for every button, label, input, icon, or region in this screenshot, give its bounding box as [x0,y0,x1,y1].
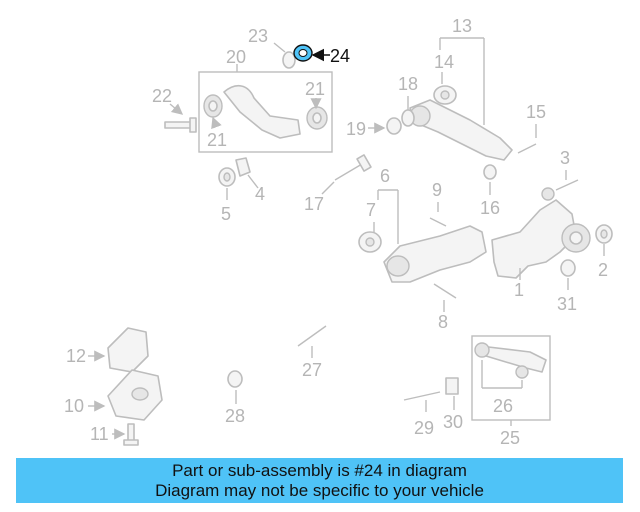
part-29-bolt: 29 [403,391,441,438]
callout-3: 3 [560,148,570,168]
part-22-bolt: 22 [152,86,197,133]
part-5-bushing: 5 [218,167,236,224]
callout-21-right: 21 [305,79,325,99]
callout-28: 28 [225,406,245,426]
part-24-bushing-highlighted: 24 [293,44,350,66]
part-10-bracket: 10 [64,369,163,421]
callout-8: 8 [438,312,448,332]
callout-26: 26 [493,396,513,416]
callout-25: 25 [500,428,520,448]
callout-6: 6 [380,166,390,186]
callout-15: 15 [526,102,546,122]
part-28-nut: 28 [225,370,245,426]
callout-2: 2 [598,260,608,280]
part-7-bushing: 7 [358,200,382,253]
callout-4: 4 [255,184,265,204]
part-12-mount: 12 [66,327,149,373]
callout-21-left: 21 [207,130,227,150]
info-banner: Part or sub-assembly is #24 in diagram D… [16,458,623,503]
part-9-bolt: 9 [429,180,447,227]
callout-27: 27 [302,360,322,380]
part-2-bushing: 2 [595,224,613,280]
callout-10: 10 [64,396,84,416]
banner-line-1: Part or sub-assembly is #24 in diagram [172,461,467,480]
part-15-bolt: 15 [517,102,546,154]
part-3-bolt: 3 [555,148,579,191]
callout-7: 7 [366,200,376,220]
part-13-control-arm: 13 [409,16,513,161]
callout-23: 23 [248,26,268,46]
banner-line-2: Diagram may not be specific to your vehi… [155,481,484,500]
part-4-bracket: 4 [235,157,265,204]
part-18-washer: 18 [398,74,418,127]
callout-1: 1 [514,280,524,300]
part-14-bushing: 14 [433,52,457,105]
callout-13: 13 [452,16,472,36]
callout-12: 12 [66,346,86,366]
callout-16: 16 [480,198,500,218]
part-23-washer: 23 [248,26,296,69]
callout-18: 18 [398,74,418,94]
part-19-nut: 19 [346,117,402,139]
part-20-upper-arm: 20 21 21 [198,47,333,153]
callout-11: 11 [90,424,109,444]
callout-17: 17 [304,194,324,214]
part-1-knuckle: 1 [491,187,591,300]
part-25-toe-link: 26 25 [471,335,551,448]
callout-9: 9 [432,180,442,200]
callout-19: 19 [346,119,366,139]
callout-14: 14 [434,52,454,72]
part-27-bolt: 27 [297,325,327,380]
part-17-bolt: 17 [304,154,372,214]
callout-22: 22 [152,86,172,106]
part-11-bolt: 11 [90,423,139,446]
part-31-nut: 31 [557,259,577,314]
callout-20: 20 [226,47,246,67]
callout-31: 31 [557,294,577,314]
suspension-parts-diagram: 23 24 20 21 21 22 5 4 [64,16,613,448]
callout-30: 30 [443,412,463,432]
part-16-bushing: 16 [480,164,500,218]
part-6-lower-arm: 6 [377,166,487,283]
callout-24: 24 [330,46,350,66]
part-30-plate: 30 [443,377,463,432]
callout-29: 29 [414,418,434,438]
part-8-bolt: 8 [433,283,457,332]
callout-5: 5 [221,204,231,224]
